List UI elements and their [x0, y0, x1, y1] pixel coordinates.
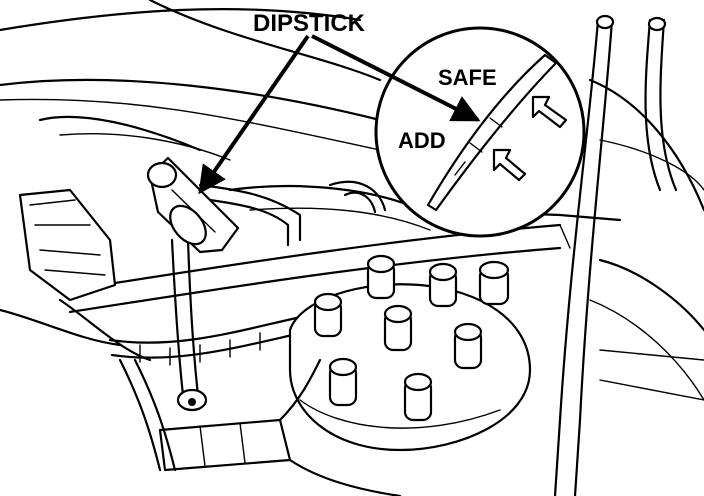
wires-right	[553, 14, 678, 496]
engine-background	[0, 0, 704, 401]
label-add: ADD	[398, 128, 446, 153]
add-marker-arrow-icon	[492, 148, 527, 182]
callout-lines	[198, 34, 481, 195]
electrical-connector	[0, 188, 152, 362]
dipstick-blade	[426, 53, 558, 212]
label-safe: SAFE	[438, 65, 497, 90]
ignition-boots	[313, 254, 510, 422]
safe-marker-arrow-icon	[531, 95, 568, 129]
label-dipstick: DIPSTICK	[253, 10, 366, 37]
wire-harness	[108, 313, 317, 472]
dipstick-detail-inset: SAFE ADD	[374, 26, 586, 238]
distributor-cap	[288, 254, 532, 452]
dipstick-tube	[170, 238, 208, 412]
dipstick-handle	[146, 156, 240, 254]
lower-fitting	[158, 358, 402, 496]
